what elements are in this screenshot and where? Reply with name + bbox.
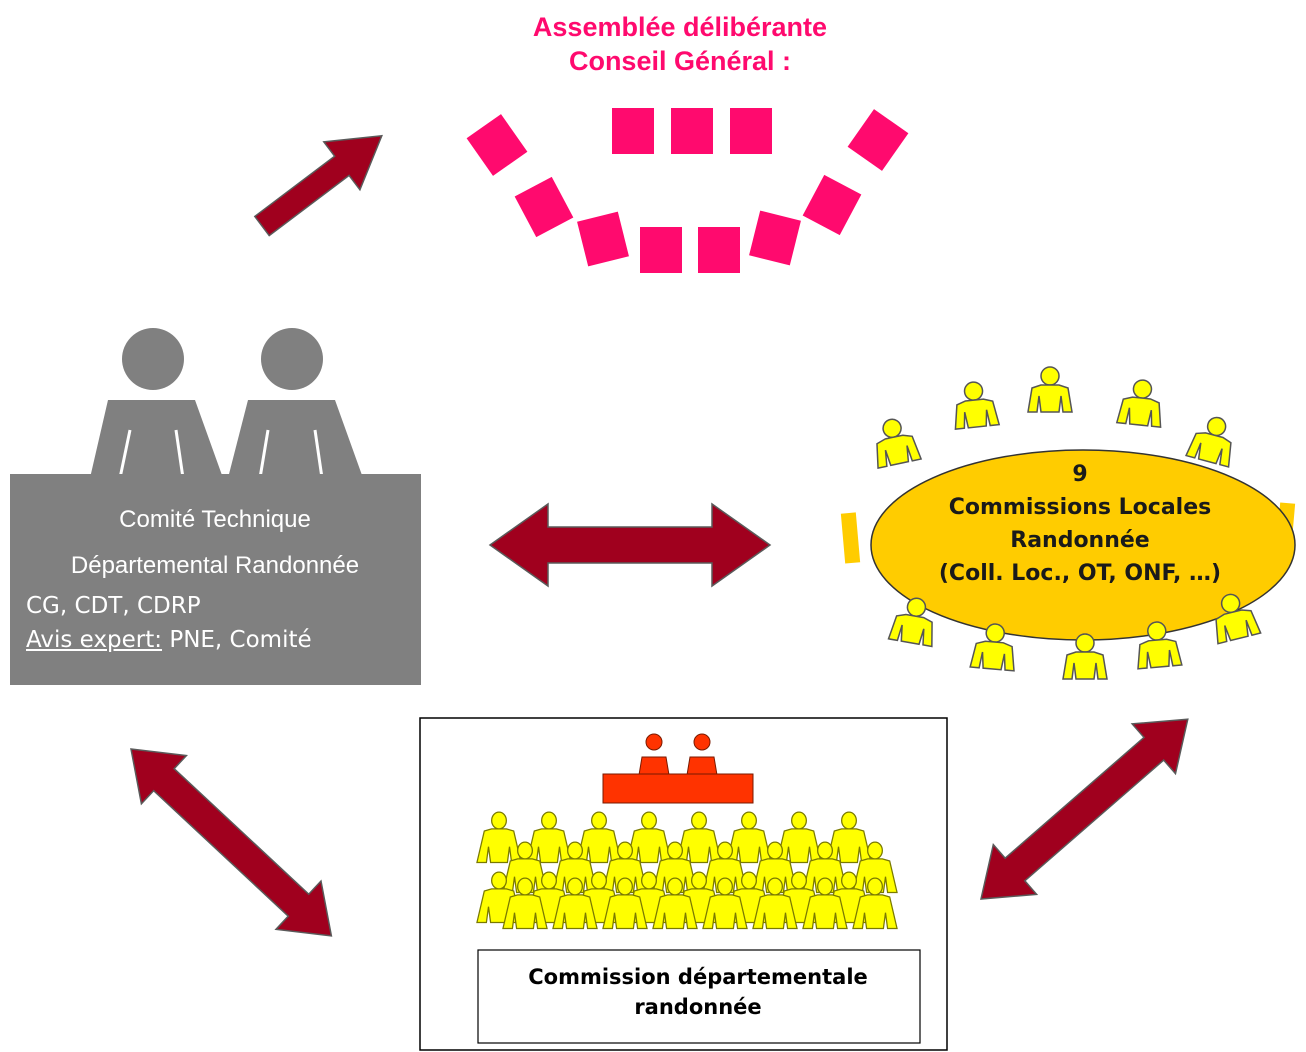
person-icon <box>122 328 184 390</box>
clr-count: 9 <box>1072 462 1088 487</box>
seat-icon <box>577 211 629 267</box>
assembly-seats <box>466 108 909 273</box>
ctdr-expert-value: PNE, Comité <box>162 627 312 653</box>
seat-icon <box>847 109 909 171</box>
ctdr-expert-label: Avis expert: <box>26 627 163 653</box>
ctdr-figures <box>90 328 363 479</box>
seat-icon <box>749 210 801 266</box>
cdr-title-line2: randonnée <box>634 995 762 1019</box>
seat-icon <box>671 108 713 154</box>
cdr-table <box>602 773 754 804</box>
assembly-title-line2: Conseil Général : <box>568 46 792 76</box>
clr-label: 9 Commissions Locales Randonnée (Coll. L… <box>900 458 1260 590</box>
assembly-title-line1: Assemblée délibérante <box>532 12 828 42</box>
ctdr-box <box>10 474 421 685</box>
person-icon <box>949 379 1000 430</box>
cdr-label: Commission départementale randonnée <box>478 962 918 1022</box>
ctdr-title-line2: Départemental Randonnée <box>70 552 360 579</box>
seat-icon <box>730 108 772 154</box>
cdr-label-box <box>477 949 921 1044</box>
clr-members: (Coll. Loc., OT, ONF, …) <box>938 561 1222 586</box>
person-icon <box>1116 377 1167 428</box>
person-icon <box>261 328 323 390</box>
person-icon <box>1027 366 1073 413</box>
ctdr-expert: Avis expert: PNE, Comité <box>10 623 420 657</box>
person-icon <box>1062 633 1108 680</box>
ctdr-label: Comité Technique Départemental Randonnée… <box>10 497 420 657</box>
clr-title-line1: Commissions Locales <box>948 495 1212 520</box>
seat-icon <box>640 227 682 273</box>
single-arrow-icon <box>253 134 383 237</box>
cdr-presidents <box>638 733 718 776</box>
ctdr-title-line1: Comité Technique <box>119 506 311 533</box>
double-arrow-icon <box>130 748 333 937</box>
double-arrow-icon <box>488 502 772 588</box>
cdr-title-line1: Commission départementale <box>528 965 868 989</box>
seat-icon <box>466 114 528 176</box>
seat-icon <box>514 176 574 238</box>
person-icon <box>228 400 363 478</box>
seat-icon <box>698 227 740 273</box>
seat-icon <box>612 108 654 154</box>
assembly-title: Assemblée délibérante Conseil Général : <box>470 10 890 78</box>
seat-icon <box>802 174 862 236</box>
ctdr-members: CG, CDT, CDRP <box>26 593 201 619</box>
clr-title-line2: Randonnée <box>1010 528 1150 553</box>
double-arrow-icon <box>980 718 1189 900</box>
person-icon <box>90 400 223 478</box>
